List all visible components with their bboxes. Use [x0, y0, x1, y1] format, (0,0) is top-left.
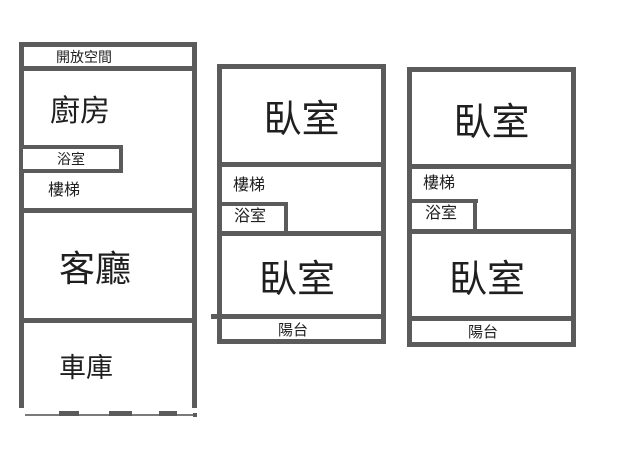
room-label-bedroom: 臥室 [448, 258, 525, 301]
room-balcony: 陽台 [222, 319, 381, 339]
room-label-bedroom: 臥室 [453, 101, 530, 144]
room-label-stairs: 樓梯 [233, 177, 266, 194]
room-label-stairs: 樓梯 [48, 182, 81, 199]
room-label-bathroom: 浴室 [234, 208, 267, 225]
garage-door-dash [193, 413, 197, 417]
bathroom-wall-top [222, 202, 288, 206]
room-divider [222, 162, 381, 167]
floor-plan-2: 臥室 樓梯 浴室 臥室 陽台 [211, 64, 386, 344]
room-label-balcony: 陽台 [467, 324, 498, 341]
room-label-kitchen: 廚房 [50, 95, 110, 128]
garage-door-dash [159, 411, 177, 416]
room-bathroom: 浴室 [19, 145, 123, 173]
room-living: 客廳 [24, 213, 192, 318]
room-divider [24, 208, 192, 213]
bathroom-wall-right [473, 199, 477, 232]
room-label-open-space: 開放空間 [56, 48, 112, 65]
room-divider [222, 231, 381, 236]
room-divider [412, 229, 571, 234]
divider-protrusion [211, 314, 218, 319]
room-label-bedroom: 臥室 [258, 258, 335, 301]
garage-door-dash [109, 411, 132, 416]
room-bedroom-top: 臥室 [412, 72, 571, 164]
room-bedroom-bottom: 臥室 [222, 236, 381, 314]
room-label-bedroom: 臥室 [263, 99, 340, 141]
room-divider [222, 314, 381, 319]
room-label-balcony: 陽台 [277, 321, 308, 339]
room-garage: 車庫 [24, 323, 192, 408]
floor-plan-1: 開放空間 廚房 浴室 樓梯 客廳 車庫 [19, 42, 197, 408]
room-bedroom-bottom: 臥室 [412, 234, 571, 316]
room-label-stairs: 樓梯 [423, 175, 456, 192]
room-label-living: 客廳 [58, 247, 131, 289]
room-divider [412, 164, 571, 169]
room-open-space: 開放空間 [24, 47, 192, 66]
room-divider [412, 316, 571, 321]
room-divider [24, 318, 192, 323]
room-bedroom-top: 臥室 [222, 69, 381, 162]
room-balcony: 陽台 [412, 321, 571, 342]
room-label-bathroom: 浴室 [57, 151, 85, 167]
garage-door-dash [59, 411, 79, 416]
floor-plan-3: 臥室 樓梯 浴室 臥室 陽台 [407, 67, 576, 347]
bathroom-wall-top [412, 199, 478, 203]
room-kitchen: 廚房 [24, 71, 192, 145]
room-divider [24, 66, 192, 71]
room-label-garage: 車庫 [59, 353, 113, 383]
room-label-bathroom: 浴室 [425, 205, 458, 222]
bathroom-wall-right [284, 202, 288, 235]
